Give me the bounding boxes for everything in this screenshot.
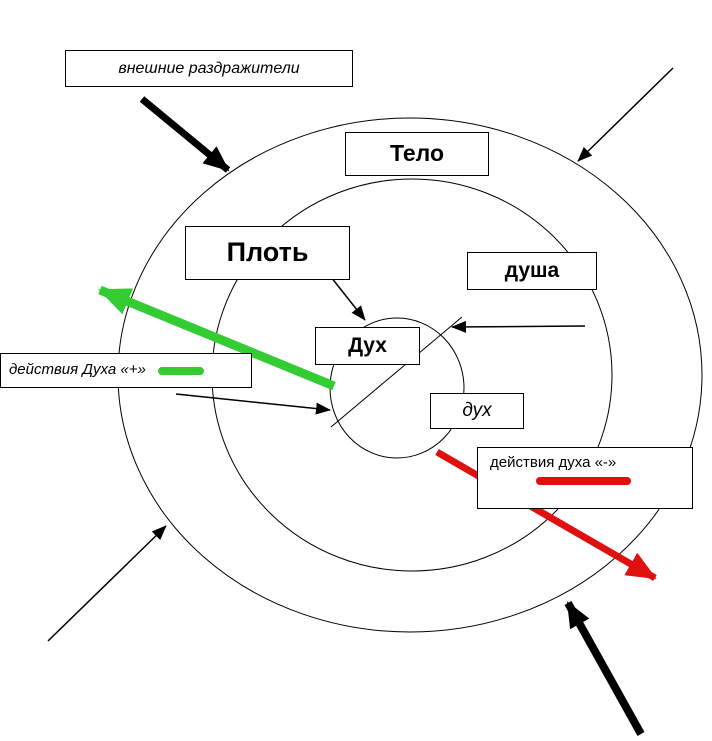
- body-label: Тело: [345, 132, 489, 176]
- left-pointer-arrow: [175, 393, 331, 415]
- positive-spirit-arrow: [98, 285, 336, 391]
- positive-actions-label: действия Духа «+»: [0, 353, 252, 388]
- external-stimuli-label: внешние раздражители: [65, 50, 353, 87]
- flesh-label: Плоть: [185, 226, 350, 280]
- positive-actions-text: действия Духа «+»: [9, 361, 146, 379]
- negative-actions-label: действия духа «-»: [477, 447, 693, 509]
- negative-marker-dash: [536, 476, 631, 485]
- stimulus-arrow-top-left: [139, 96, 231, 173]
- negative-spirit-arrow: [435, 448, 657, 582]
- right-pointer-arrow: [451, 320, 586, 333]
- stimulus-arrow-bottom-left: [47, 525, 167, 642]
- stimulus-arrow-bottom-right: [564, 601, 645, 736]
- negative-actions-text: действия духа «-»: [490, 454, 617, 471]
- soul-label: душа: [467, 252, 597, 290]
- spirit-lower-label: дух: [430, 393, 524, 429]
- inner-circle-divider-line: [330, 316, 463, 428]
- positive-marker-dash: [157, 366, 204, 375]
- stimulus-arrow-top-right: [577, 67, 674, 162]
- spirit-capital-label: Дух: [315, 327, 420, 365]
